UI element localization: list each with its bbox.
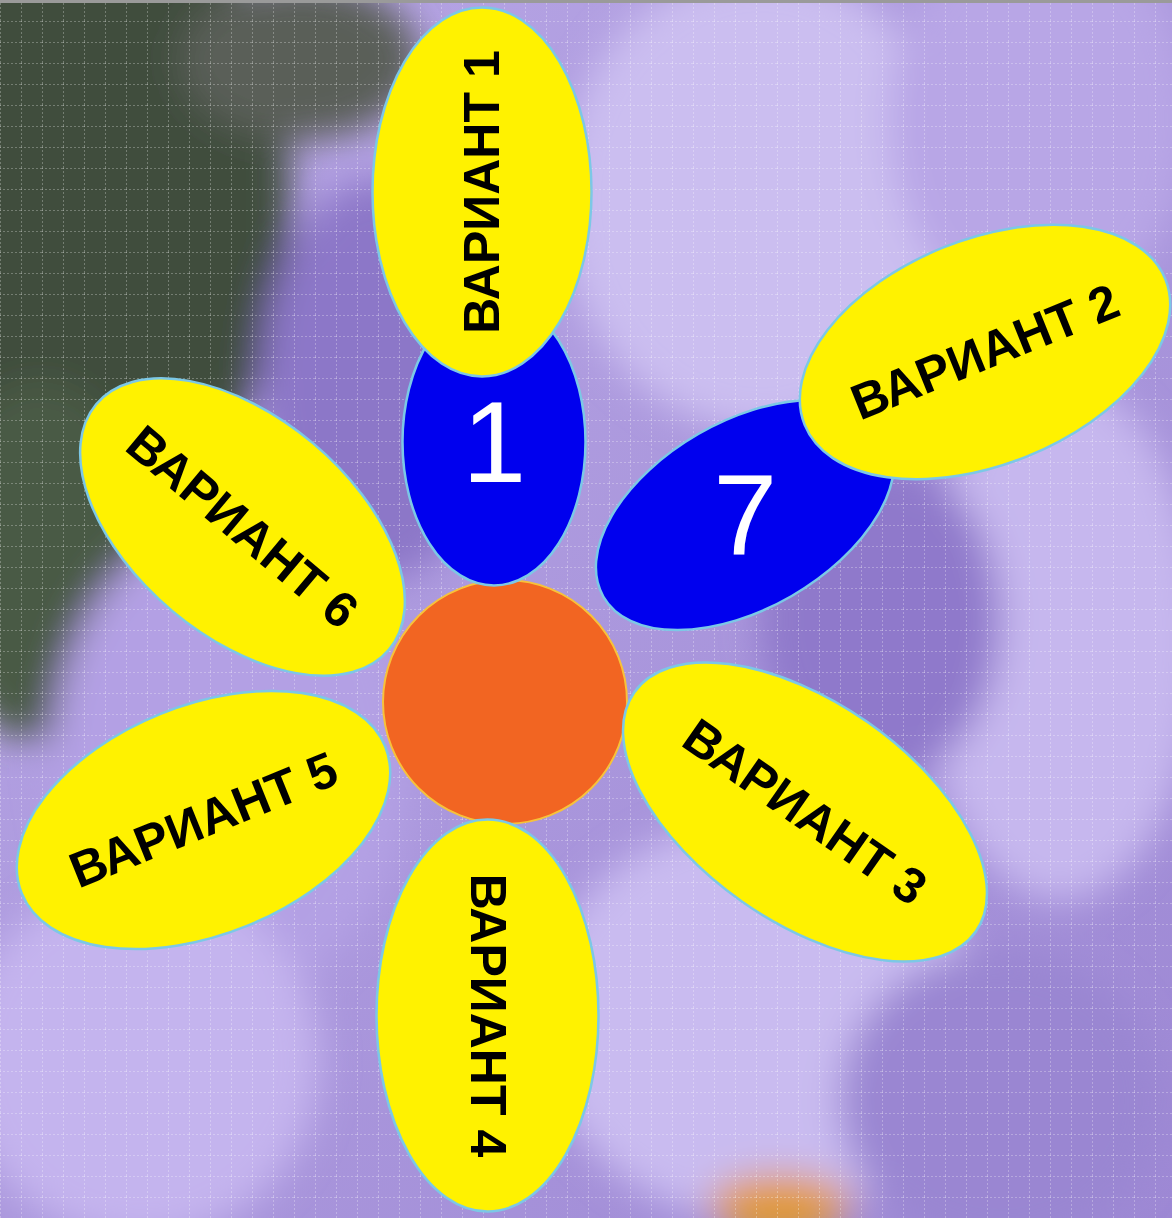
petal-fill <box>557 352 934 677</box>
petal-option: ВАРИАНТ 6 <box>23 318 461 736</box>
petal-option: ВАРИАНТ 5 <box>0 638 430 1001</box>
top-border <box>0 0 1172 3</box>
petal-fill <box>0 640 428 999</box>
petal-label: ВАРИАНТ 4 <box>460 873 515 1156</box>
petal-label: 7 <box>713 452 777 579</box>
petal-option: ВАРИАНТ 3 <box>569 601 1040 1024</box>
petal-fill <box>571 603 1038 1022</box>
petal-fill <box>403 299 586 586</box>
petal-label: ВАРИАНТ 1 <box>455 50 510 333</box>
petal-fill <box>25 320 458 733</box>
petal-label: 1 <box>462 379 526 506</box>
petal-fill <box>376 819 598 1211</box>
petal-option: ВАРИАНТ 4 <box>375 818 600 1213</box>
flower-center <box>383 580 627 824</box>
petal-fill <box>373 8 592 377</box>
petal-option: ВАРИАНТ 1 <box>371 6 593 378</box>
